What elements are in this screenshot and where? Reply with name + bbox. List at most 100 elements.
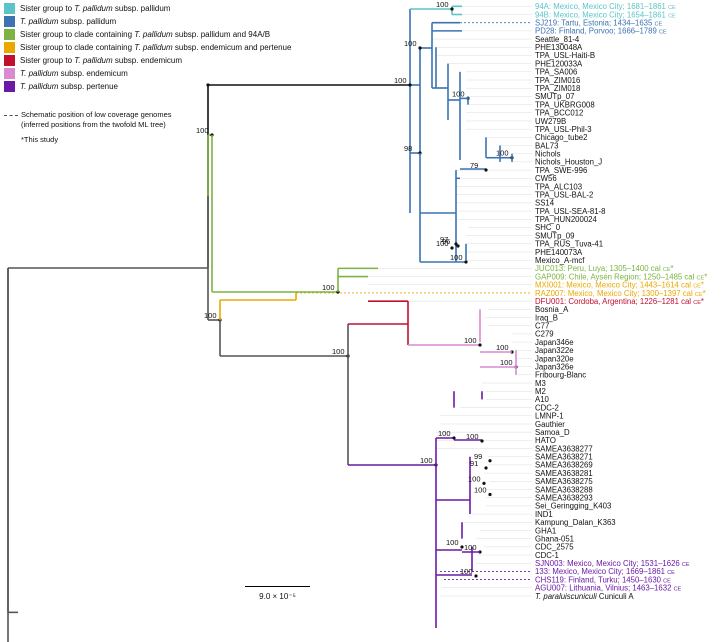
- tip-label: C77: [535, 322, 549, 331]
- support-value: 100: [446, 538, 459, 547]
- tip-label: SAMEA3638293: [535, 494, 593, 503]
- note-line-1: Schematic position of low coverage genom…: [21, 110, 172, 119]
- tip-label: M3: [535, 379, 546, 388]
- tip-label: IND1: [535, 510, 553, 519]
- tip-label: TPA_SWE-996: [535, 166, 587, 175]
- tip-label: SAMEA3638275: [535, 477, 593, 486]
- tree-node: [478, 343, 482, 347]
- tree-node: [452, 436, 456, 440]
- tip-label: SAMEA3638277: [535, 444, 593, 453]
- legend-item: T. pallidum subsp. pallidum: [4, 15, 291, 28]
- tree-node: [460, 545, 464, 549]
- tip-label: SJN003: Mexico, Mexico City; 1531–1626 C…: [535, 559, 690, 568]
- tip-label: SAMEA3638271: [535, 453, 593, 462]
- tree-node: [418, 46, 422, 50]
- tip-label: Iraq_B: [535, 313, 558, 322]
- tip-label: CDC-1: [535, 551, 559, 560]
- legend-label: Sister group to T. pallidum subsp. endem…: [20, 56, 183, 65]
- tip-label: HATO: [535, 436, 556, 445]
- legend-item: Sister group to clade containing T. pall…: [4, 41, 291, 54]
- tip-label: RAZ007: Mexico, Mexico City; 1300–1397 c…: [535, 289, 706, 298]
- tip-label: TPA_ALC103: [535, 182, 582, 191]
- tip-label: Japan322e: [535, 346, 574, 355]
- legend-label: T. pallidum subsp. endemicum: [20, 69, 128, 78]
- tip-label: Chicago_tube2: [535, 133, 587, 142]
- tree-node: [488, 459, 492, 463]
- support-value: 100: [496, 343, 509, 352]
- support-value: 99: [474, 452, 482, 461]
- tip-label: Japan346e: [535, 338, 574, 347]
- tip-label: TPA_UKBRG008: [535, 100, 595, 109]
- tip-label: TPA_SA006: [535, 68, 577, 77]
- tip-label: M2: [535, 387, 546, 396]
- tree-node: [450, 246, 454, 250]
- support-value: 100: [196, 126, 209, 135]
- tip-label: TPA_USL-BAL-2: [535, 190, 593, 199]
- tip-label: CW56: [535, 174, 557, 183]
- tip-label: 94A: Mexico, Mexico City; 1681–1861 CE: [535, 2, 676, 11]
- tip-label: BAL73: [535, 141, 558, 150]
- tip-label: CHS119: Finland, Turku; 1450–1630 CE: [535, 575, 671, 584]
- tip-label: Mexico_A-mcf: [535, 256, 585, 265]
- tip-label: LMNP-1: [535, 412, 564, 421]
- tip-label: Fribourg-Blanc: [535, 371, 586, 380]
- tree-node: [464, 260, 468, 264]
- tip-label: TPA_RUS_Tuva-41: [535, 240, 603, 249]
- tree-node: [206, 83, 210, 87]
- support-value: 79: [470, 161, 478, 170]
- support-value: 100: [394, 76, 407, 85]
- tip-label: Bosnia_A: [535, 305, 569, 314]
- legend-item: T. pallidum subsp. pertenue: [4, 80, 291, 93]
- tip-label: SAMEA3638281: [535, 469, 593, 478]
- support-value: 98: [404, 144, 412, 153]
- tip-label: PD28: Finland, Porvoo; 1666–1789 CE: [535, 27, 667, 36]
- legend-label: Sister group to clade containing T. pall…: [20, 43, 292, 52]
- note-line-2: (inferred positions from the twofold ML …: [21, 120, 166, 129]
- tip-label: Japan320e: [535, 354, 574, 363]
- scale-bar: 9.0 × 10⁻⁵: [245, 586, 310, 608]
- tip-label: SAMEA3638269: [535, 461, 593, 470]
- legend-label: Sister group to clade containing T. pall…: [20, 30, 271, 39]
- legend-item: T. pallidum subsp. endemicum: [4, 67, 291, 80]
- legend-label: Sister group to T. pallidum subsp. palli…: [20, 4, 171, 13]
- tip-label: MXI001: Mexico, Mexico City; 1443–1614 c…: [535, 281, 704, 290]
- tip-label: Nichols: [535, 150, 561, 159]
- legend-swatch: [4, 16, 15, 27]
- tip-label: PHE140073A: [535, 248, 583, 257]
- tip-label: Samoa_D: [535, 428, 570, 437]
- tree-node: [480, 439, 484, 443]
- tree-node: [482, 481, 486, 485]
- tip-label: Seattle_81-4: [535, 35, 580, 44]
- legend-label: T. pallidum subsp. pallidum: [20, 17, 117, 26]
- tree-node: [484, 168, 488, 172]
- support-value: 100: [474, 486, 487, 495]
- support-value: 100: [438, 429, 451, 438]
- tip-label: TPA_BCC012: [535, 109, 583, 118]
- tip-label: 133: Mexico, Mexico City; 1669–1861 CE: [535, 567, 675, 576]
- tip-label: Gauthier: [535, 420, 565, 429]
- support-value: 100: [500, 358, 513, 367]
- support-value: 97: [440, 235, 448, 244]
- legend-swatch: [4, 42, 15, 53]
- tip-label: SHC_0: [535, 223, 561, 232]
- tree-node: [484, 466, 488, 470]
- support-value: 100: [322, 283, 335, 292]
- tip-label: TPA_USL-Phil-3: [535, 125, 592, 134]
- tree-node: [454, 242, 458, 246]
- legend-swatch: [4, 68, 15, 79]
- support-value: 100: [436, 239, 449, 248]
- support-value: 96: [442, 237, 450, 246]
- tip-label: Nichols_Houston_J: [535, 158, 602, 167]
- tip-label: CDC-2: [535, 403, 559, 412]
- tip-label: TPA_HUN200024: [535, 215, 597, 224]
- tip-label: Sei_Geringging_K403: [535, 502, 611, 511]
- tip-label: SS14: [535, 199, 555, 208]
- tip-label: DFU001: Cordoba, Argentina; 1226–1281 ca…: [535, 297, 704, 306]
- tip-label: Japan326e: [535, 362, 574, 371]
- note-line-3: *This study: [21, 135, 59, 144]
- tree-node: [474, 574, 478, 578]
- support-value: 100: [460, 567, 473, 576]
- tree-node: [488, 492, 492, 497]
- tip-label: PHE130048A: [535, 43, 583, 52]
